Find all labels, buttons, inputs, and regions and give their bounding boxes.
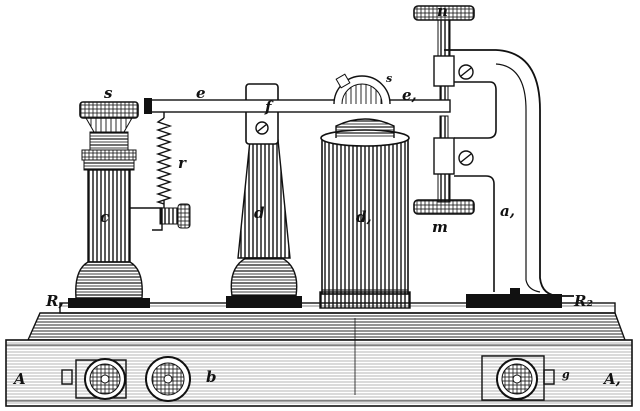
label-c: c (100, 208, 109, 226)
label-R2: R₂ (573, 292, 593, 310)
label-f: f (264, 98, 274, 116)
spring-r (155, 110, 173, 208)
label-s: s (104, 84, 113, 102)
contact-frame (413, 5, 574, 308)
electromagnet-coil (319, 118, 411, 309)
terminal-b (61, 356, 191, 402)
label-d: d (254, 204, 265, 222)
armature-lever (144, 73, 451, 114)
pivot-pillar (226, 83, 302, 308)
label-R1: R, (45, 292, 64, 310)
terminal-g (481, 355, 555, 401)
label-d1: d, (356, 208, 372, 226)
label-b: b (206, 368, 217, 386)
label-a1: a, (500, 202, 515, 220)
label-r: r (178, 154, 187, 172)
label-A: A (12, 370, 26, 388)
label-m: m (432, 218, 448, 236)
label-s2: s (386, 72, 392, 85)
label-A1: A, (602, 370, 621, 388)
spring-pillar (68, 101, 191, 308)
label-e1: e, (402, 86, 417, 104)
label-n: n (437, 2, 448, 20)
label-e: e (196, 84, 206, 102)
label-g: g (562, 368, 570, 381)
